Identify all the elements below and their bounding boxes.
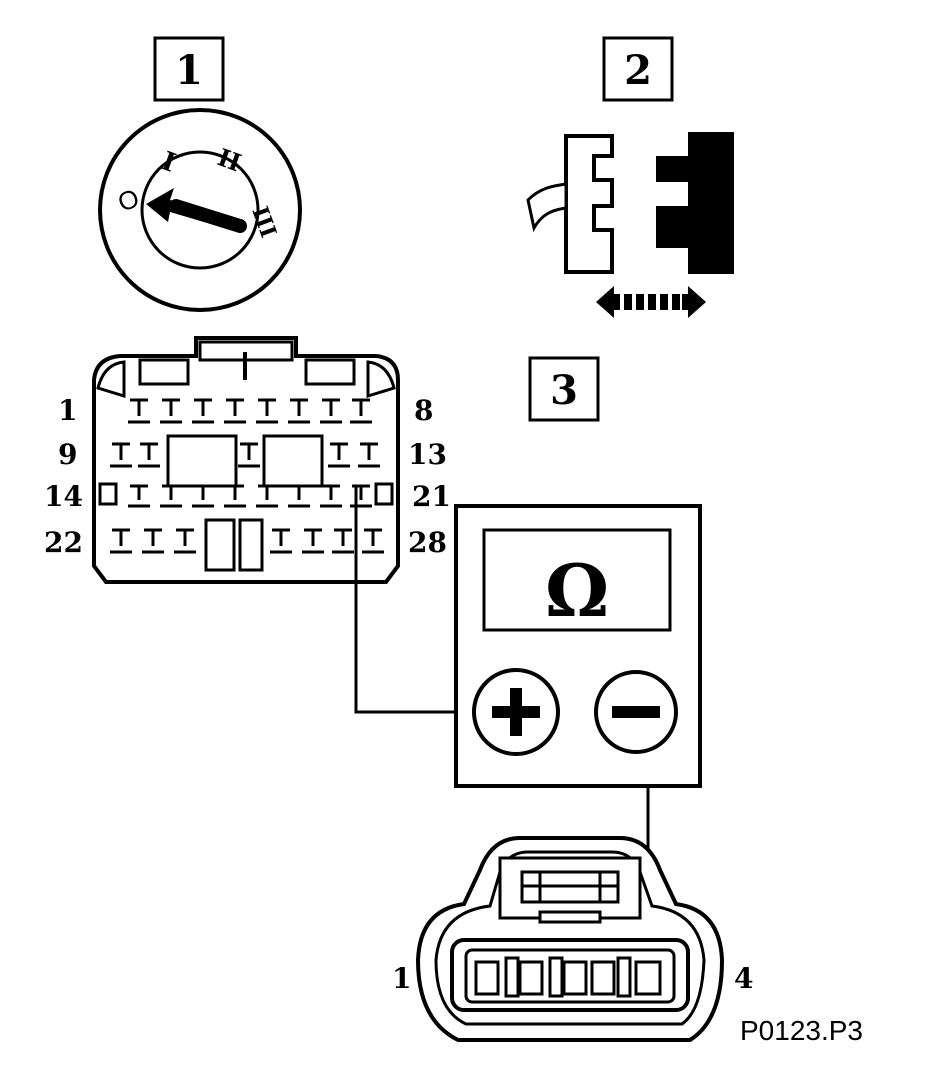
positive-probe-wire bbox=[354, 486, 474, 714]
ecu-row-2-terminals bbox=[110, 442, 380, 468]
ecu-pin-label-21: 21 bbox=[412, 480, 451, 513]
step-3-box: 3 bbox=[528, 356, 600, 422]
disconnect-connector-icon bbox=[526, 132, 734, 318]
negative-terminal-icon bbox=[594, 670, 678, 754]
ecu-row-1-terminals bbox=[128, 398, 372, 424]
sensor-connector: 1 4 bbox=[392, 836, 753, 1042]
ecu-pin-label-1: 1 bbox=[58, 394, 77, 427]
ecu-pin-label-9: 9 bbox=[58, 438, 77, 471]
sensor-pin-label-4: 4 bbox=[734, 962, 753, 995]
ecu-pin-label-28: 28 bbox=[408, 526, 447, 559]
step-2-label: 2 bbox=[624, 47, 652, 94]
step-1-box: 1 bbox=[153, 36, 225, 102]
ecu-row-4-terminals bbox=[110, 528, 384, 554]
ecu-pin-label-22: 22 bbox=[44, 526, 83, 559]
step-3-label: 3 bbox=[550, 367, 578, 414]
sensor-pin-label-1: 1 bbox=[392, 962, 411, 995]
ecu-connector: 1 8 9 13 14 21 22 28 bbox=[44, 336, 451, 584]
ignition-switch-icon: O I II III bbox=[98, 108, 302, 312]
ecu-pin-label-13: 13 bbox=[408, 438, 447, 471]
ecu-pin-label-8: 8 bbox=[414, 394, 433, 427]
positive-terminal-icon bbox=[472, 668, 560, 756]
step-2-box: 2 bbox=[602, 36, 674, 102]
step-1-label: 1 bbox=[175, 47, 203, 94]
ohm-symbol: Ω bbox=[545, 548, 609, 633]
figure-code: P0123.P3 bbox=[740, 1015, 863, 1046]
ecu-row-3-terminals bbox=[128, 484, 372, 508]
ecu-pin-label-14: 14 bbox=[44, 480, 83, 513]
ohmmeter: Ω bbox=[454, 504, 702, 788]
